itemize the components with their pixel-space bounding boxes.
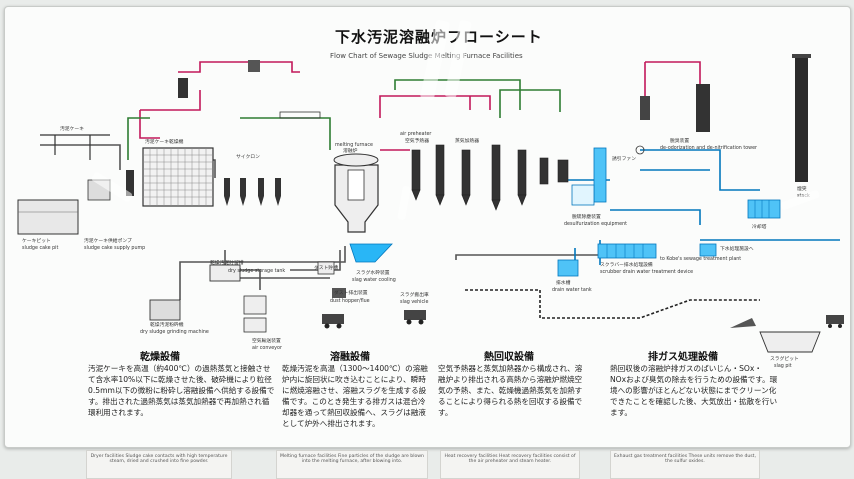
label-dust-hopper: ダスト排出装置 <box>334 289 368 296</box>
label-dry-sludge-tank-en: dry sludge storage tank <box>228 268 285 274</box>
label-sewage-treat-en: to Kobe's sewage treatment plant <box>660 256 741 262</box>
label-steam-heater: 蒸気加熱器 <box>455 137 479 144</box>
pipe-red-top <box>178 61 300 73</box>
sludge-dryer <box>142 147 214 207</box>
section-body-drying: 汚泥ケーキを高温（約400℃）の過熱蒸気と接触させて含水率10%以下に乾燥させた… <box>88 364 275 417</box>
dust-truck <box>322 314 344 324</box>
section-heading-drying: 乾燥設備 <box>140 352 180 363</box>
slag-pit <box>759 331 821 353</box>
dry-sludge-grinder <box>149 299 181 321</box>
pipe-dashed-slag <box>465 289 760 319</box>
slag-truck <box>404 310 426 320</box>
label-scrubber: スクラバー排水処理設備 <box>600 261 653 268</box>
pipe-red-dryer <box>139 90 201 139</box>
label-grinding: 乾燥汚泥粉砕機 <box>150 321 184 328</box>
panel-subtitle: Flow Chart of Sewage Sludge Melting Furn… <box>330 52 523 60</box>
label-dryer: 汚泥ケーキ乾燥機 <box>145 138 184 145</box>
label-cake-pit-en: sludge cake pit <box>22 245 58 251</box>
section-heading-melting: 溶融設備 <box>330 352 370 363</box>
heat-recovery-towers <box>411 144 569 211</box>
slag-cooling-unit <box>349 243 393 263</box>
pipe-green-air2 <box>499 89 561 118</box>
label-dry-sludge-tank: 乾燥汚泥貯留槽 <box>210 259 244 266</box>
dry-sludge-tank <box>209 264 241 282</box>
desulfurization-tower <box>571 147 607 206</box>
label-grinding-en: dry sludge grinding machine <box>140 329 209 335</box>
label-air-preheater: 空気予熱器 <box>405 137 429 144</box>
drain-water-tank <box>557 259 579 277</box>
label-induced-fan: 誘引ファン <box>612 155 636 162</box>
melting-furnace <box>333 153 379 233</box>
label-sludge-cake: 汚泥ケーキ <box>60 125 84 132</box>
label-cyclone: サイクロン <box>236 154 260 160</box>
label-air-preheater-en: air preheater <box>400 131 431 137</box>
label-slag-pit-en: slag pit <box>774 363 792 369</box>
section-heading-exhaust: 排ガス処理設備 <box>648 352 718 363</box>
pipe-red-gas <box>644 61 701 100</box>
label-slag-cooling-en: slag water cooling <box>352 277 396 283</box>
label-slag-cooling: スラグ水砕装置 <box>356 269 390 276</box>
label-drain-tank: 排水槽 <box>556 279 571 286</box>
label-slag-vehicle-en: slag vehicle <box>400 299 428 305</box>
label-deodorization-en: de-odorization and de-nitrification towe… <box>660 145 757 151</box>
pipe-grey-right <box>455 246 601 260</box>
label-sewage-treat: 下水処理施設へ <box>720 245 754 252</box>
section-body-heat: 空気予熱器と蒸気加熱器から構成され、溶融炉より排出される高熱から溶融炉燃焼空気の… <box>438 364 583 417</box>
cyclone-group <box>224 178 281 206</box>
label-dust-tank: ダスト貯槽 <box>314 264 338 271</box>
label-desulfur: 脱硫除塵装置 <box>572 213 601 220</box>
pipe-grey-sludge <box>40 144 341 290</box>
english-plate-exhaust: Exhaust gas treatment facilities These u… <box>610 450 760 479</box>
english-plate-drying: Dryer facilities Sludge cake contacts wi… <box>86 450 232 479</box>
label-chimney: 煙突 <box>797 185 807 192</box>
label-furnace-en: melting furnace <box>335 142 373 148</box>
pipe-blue-scrub <box>640 149 760 191</box>
scrubber-treatment <box>597 243 657 259</box>
sludge-cake-pit <box>17 199 79 235</box>
chimney <box>792 54 811 182</box>
label-drain-tank-en: drain water tank <box>552 287 592 293</box>
label-cake-pump: 汚泥ケーキ供給ポンプ <box>84 237 132 244</box>
section-body-exhaust: 熱回収後の溶融炉排ガスのばいじん・SOx・NOxおよび臭気の除去を行うための設備… <box>610 364 778 417</box>
label-cake-pit: ケーキピット <box>22 237 51 244</box>
english-plate-melting: Melting furnace facilities Fine particle… <box>276 450 428 479</box>
label-dust-hopper-en: dust hopper/flue <box>330 298 370 304</box>
deodorization-tower <box>696 84 710 132</box>
label-air-conveyor-en: air conveyor <box>252 345 282 351</box>
english-plate-heat: Heat recovery facilities Heat recovery f… <box>440 450 580 479</box>
label-desulfur-en: desulfurization equipment <box>564 221 627 227</box>
label-slag-pit: スラグピット <box>770 355 799 362</box>
pipe-grey-loop <box>179 246 346 300</box>
pipe-red-preheat <box>379 95 491 118</box>
section-heading-heat: 熱回収設備 <box>484 352 534 363</box>
label-cooling-tower: 冷却塔 <box>752 223 767 230</box>
section-body-melting: 乾燥汚泥を高温（1300〜1400℃）の溶融炉内に旋回状に吹き込むことにより、瞬… <box>282 364 428 428</box>
label-furnace: 溶融炉 <box>343 147 358 154</box>
label-air-conveyor: 空気輸送装置 <box>252 337 281 344</box>
label-slag-vehicle: スラグ搬出車 <box>400 291 429 298</box>
cooling-tower <box>747 199 781 219</box>
label-deodorization: 脱臭装置 <box>670 137 689 144</box>
label-cake-pump-en: sludge cake supply pump <box>84 245 145 251</box>
label-scrubber-en: scrubber drain water treatment device <box>600 269 693 275</box>
